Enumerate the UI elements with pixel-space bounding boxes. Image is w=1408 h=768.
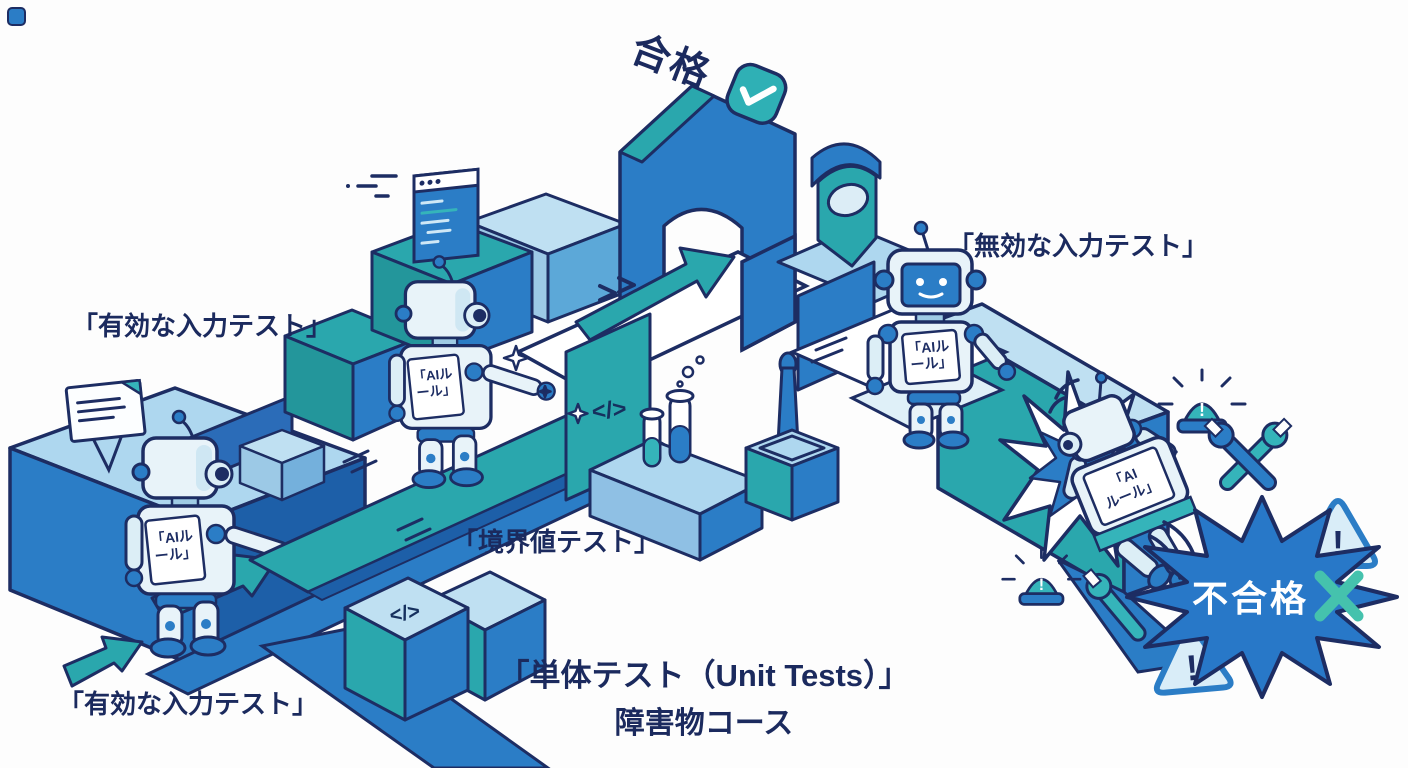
siren-icon: ! (1157, 368, 1247, 434)
svg-text:「AIル ール」: 「AIル ール」 (907, 337, 956, 373)
title-line1: 「単体テスト（Unit Tests）」 (498, 658, 910, 693)
boundary-test-label: 「境界値テスト」 (452, 527, 661, 557)
wrench-icon (1082, 568, 1147, 642)
code-glyph-cube: </> (388, 600, 422, 628)
desk-marks (810, 336, 848, 364)
siren-exclamation: ! (1199, 400, 1205, 420)
speed-lines (346, 174, 398, 198)
browser-window-icon (412, 167, 480, 264)
valid-input-test-label-top: 「有効な入力テスト」 (72, 311, 333, 341)
arrow-icon (62, 635, 144, 688)
pass-check-badge (725, 62, 788, 125)
robot-chest-line1: 「AIル (907, 337, 950, 357)
document-icon (64, 378, 147, 474)
sparkle-icon (502, 344, 589, 425)
robot-chest-line1: 「AIル (150, 527, 193, 547)
test-bench (564, 312, 764, 562)
conveyor-chevrons (598, 276, 636, 302)
antenna-icon (913, 220, 929, 236)
fail-label: 不合格 (1192, 578, 1310, 619)
code-cubes (343, 570, 547, 722)
title-line2: 障害物コース (614, 707, 794, 740)
lever-icon (744, 351, 840, 522)
invalid-input-test-label: 「無効な入力テスト」 (948, 231, 1209, 261)
svg-text:「AIル ール」: 「AIル ール」 (150, 527, 199, 565)
siren-icon: ! (1001, 547, 1082, 606)
antenna-icon (1094, 371, 1108, 384)
pin-marker-icon (810, 142, 882, 268)
forward-arrow-icon (574, 246, 736, 342)
code-glyph-wall: </> (591, 395, 628, 425)
robot-valid-input: 「AIル ール」 (124, 409, 304, 659)
corner-mark (7, 7, 26, 26)
fail-starburst (1125, 495, 1399, 699)
hand-marks (342, 449, 432, 542)
test-tube-small (639, 407, 665, 468)
test-tube-large (665, 389, 695, 464)
check-icon (739, 85, 777, 106)
antenna-icon (171, 409, 187, 425)
valid-input-test-label-bottom: 「有効な入力テスト」 (58, 689, 319, 719)
siren-exclamation: ! (1039, 576, 1044, 594)
diagram-title: 「単体テスト（Unit Tests）」 障害物コース (498, 650, 909, 742)
x-mark-icon (1314, 570, 1364, 622)
face-screen (900, 262, 962, 308)
tools-icon (1203, 417, 1293, 492)
robot-invalid-input: 「AIル ール」 (865, 220, 1017, 450)
robot-chest-line2: ール」 (154, 544, 197, 564)
robot-chest-line2: ール」 (910, 353, 953, 373)
bubbles (676, 355, 705, 388)
